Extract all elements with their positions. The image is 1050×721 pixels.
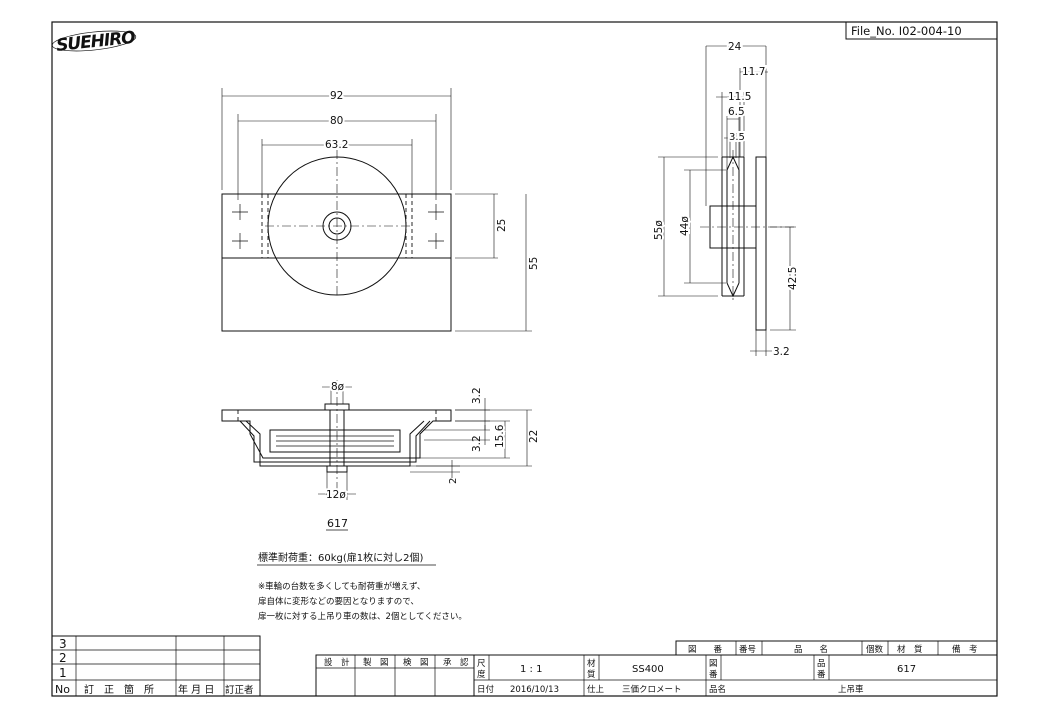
tb-scale-value: 1 : 1 xyxy=(520,664,542,675)
dim-side-width: 24 xyxy=(728,41,742,53)
tb-material-label-1: 材 xyxy=(587,658,596,669)
top-view: 8ø 12ø 3.2 3.2 15.6 22 2 xyxy=(221,379,540,503)
file-number-box: File_No. I02-004-10 xyxy=(845,21,998,40)
revision-row-2: 2 xyxy=(59,651,67,665)
tb-finish-label: 仕上 xyxy=(587,684,605,695)
dim-side-d1: 11.7 xyxy=(742,66,765,78)
model-label: 617 xyxy=(327,517,348,530)
tb-hdr-item-no: 番号 xyxy=(739,644,756,655)
front-view: 92 80 63.2 25 55 xyxy=(221,88,540,332)
dim-side-inner-dia: 44ø xyxy=(679,216,691,236)
revision-header-no: No xyxy=(55,683,70,696)
dim-top-bore-dia: 12ø xyxy=(326,489,346,501)
revision-row-1: 1 xyxy=(59,666,67,680)
tb-hdr-drawing-no: 図 番 xyxy=(688,644,723,655)
tb-date-label: 日付 xyxy=(477,684,495,695)
tb-hdr-remarks: 備 考 xyxy=(952,644,978,655)
load-rating: 標準耐荷重：60kg(扉1枚に対し2個) xyxy=(258,551,423,564)
approval-design: 設 計 xyxy=(324,657,350,668)
tb-product-name-value: 上吊車 xyxy=(838,684,864,695)
approval-drafting: 製 図 xyxy=(363,657,389,668)
dim-hole-pitch: 80 xyxy=(330,115,343,127)
revision-table: 3 2 1 No 訂 正 箇 所 年 月 日 訂正者 xyxy=(52,635,261,696)
dim-top-mid-thk: 3.2 xyxy=(471,435,483,452)
revision-header-date: 年 月 日 xyxy=(178,683,214,696)
dim-wheel-dia: 63.2 xyxy=(325,139,348,151)
dim-top-total-h: 22 xyxy=(528,430,540,443)
dim-top-axle-dia: 8ø xyxy=(331,381,345,393)
file-number: File_No. I02-004-10 xyxy=(851,24,962,38)
revision-row-3: 3 xyxy=(59,637,67,651)
note-line-1: ※車輪の台数を多くしても耐荷重が増えず、 xyxy=(258,581,425,592)
approval-check: 検 図 xyxy=(403,657,429,668)
tb-product-no-label-2: 番 xyxy=(817,669,826,680)
dim-side-d3: 6.5 xyxy=(728,106,745,118)
dim-top-groove: 15.6 xyxy=(494,424,506,448)
tb-hdr-name: 品 名 xyxy=(794,644,828,655)
dim-side-outer-dia: 55ø xyxy=(653,220,665,240)
logo-text: SUEHIRO xyxy=(55,28,136,56)
tb-drawing-no-label-1: 図 xyxy=(709,659,718,669)
revision-header-corrector: 訂正者 xyxy=(225,684,254,696)
tb-scale-label-2: 度 xyxy=(477,669,486,680)
tb-hdr-material: 材 質 xyxy=(897,644,923,655)
side-view: 24 11.7 11.5 6.5 3.5 55ø 44ø 42.5 3.2 xyxy=(651,39,801,358)
tb-material-label-2: 質 xyxy=(587,669,596,680)
tb-product-name-label: 品名 xyxy=(709,684,726,695)
dim-overall-height: 55 xyxy=(528,257,540,270)
approval-approve: 承 認 xyxy=(443,657,469,668)
title-block: 図 番 番号 品 名 個数 材 質 備 考 尺 度 1 : 1 材 質 SS40… xyxy=(473,640,998,697)
tb-scale-label-1: 尺 xyxy=(477,659,486,669)
tb-hdr-qty: 個数 xyxy=(866,644,884,655)
tb-date-value: 2016/10/13 xyxy=(510,685,559,695)
dim-hole-height: 25 xyxy=(496,219,508,232)
dim-overall-width: 92 xyxy=(330,90,343,102)
dim-side-plate-thk: 3.2 xyxy=(773,346,790,358)
tb-product-no-label-1: 品 xyxy=(817,659,826,669)
tb-material-value: SS400 xyxy=(632,664,664,675)
suehiro-logo: SUEHIRO xyxy=(51,28,136,56)
dim-side-d2: 11.5 xyxy=(728,91,751,103)
approval-boxes: 設 計 製 図 検 図 承 認 xyxy=(315,654,475,697)
tb-drawing-no-label-2: 番 xyxy=(709,669,718,680)
note-line-2: 扉自体に変形などの要因となりますので、 xyxy=(258,596,419,607)
tb-product-no-value: 617 xyxy=(897,664,916,675)
dim-top-gap: 2 xyxy=(448,478,459,484)
note-line-3: 扉一枚に対する上吊り車の数は、2個としてください。 xyxy=(258,611,467,622)
dim-top-plate-thk: 3.2 xyxy=(471,387,483,404)
dim-side-d4: 3.5 xyxy=(729,132,745,143)
revision-header-location: 訂 正 箇 所 xyxy=(84,683,154,696)
dim-side-axle-height: 42.5 xyxy=(787,267,799,290)
drawing-border xyxy=(51,21,998,697)
notes: 標準耐荷重：60kg(扉1枚に対し2個) ※車輪の台数を多くしても耐荷重が増えず… xyxy=(257,551,467,622)
tb-finish-value: 三価クロメート xyxy=(622,684,682,695)
